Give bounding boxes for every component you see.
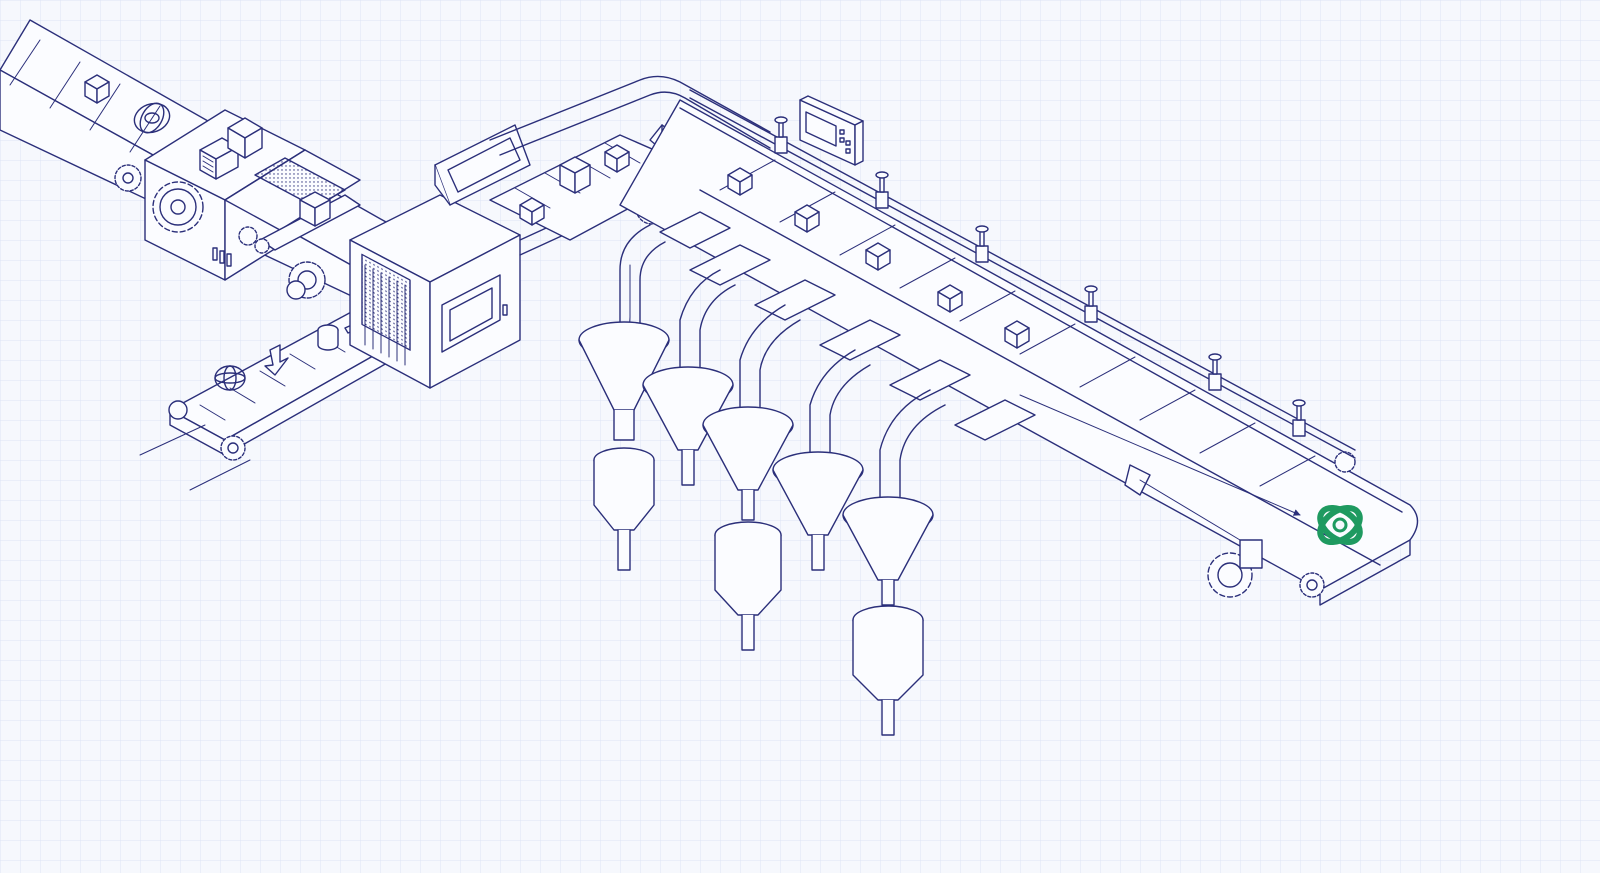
gear-icon xyxy=(114,164,142,192)
hopper-4 xyxy=(772,349,871,571)
diverter-arms xyxy=(659,211,1036,441)
torus-icon xyxy=(214,365,246,391)
display-panel xyxy=(441,274,501,353)
gear-icon xyxy=(238,226,270,254)
cube-icon xyxy=(519,197,545,226)
knot-icon xyxy=(133,102,171,134)
knot-icon-green xyxy=(1317,504,1363,546)
sorting-conveyor xyxy=(619,99,1419,606)
right-arrow-icon xyxy=(1019,394,1301,516)
cube-icon xyxy=(559,156,591,194)
motor-unit xyxy=(1124,464,1263,598)
processing-machine-1 xyxy=(144,109,361,300)
cube-icon xyxy=(604,144,630,173)
cube-icon xyxy=(937,284,963,313)
scanner-machine xyxy=(349,124,531,389)
rail-post xyxy=(975,225,989,263)
gear-icon xyxy=(1299,572,1325,598)
hopper-5 xyxy=(842,389,946,736)
hopper-1 xyxy=(578,224,670,571)
cube-icon xyxy=(227,117,263,159)
gear-icon xyxy=(1334,451,1356,473)
rail-post xyxy=(1208,353,1222,391)
cube-icon xyxy=(1004,320,1030,349)
cube-icon xyxy=(727,167,753,196)
large-gear-icon xyxy=(152,181,204,233)
control-panel xyxy=(799,95,864,166)
cube-icon xyxy=(84,74,110,104)
status-light-icon xyxy=(212,247,232,267)
rail-post xyxy=(1292,399,1306,437)
rail-post xyxy=(1084,285,1098,323)
rail-post xyxy=(774,116,788,154)
rail-post xyxy=(875,171,889,209)
cube-icon xyxy=(299,191,331,227)
cube-icon xyxy=(865,242,891,271)
gear-icon xyxy=(220,435,246,461)
down-arrow-icon xyxy=(264,344,289,376)
gear-icon xyxy=(286,261,326,300)
cylinder-icon xyxy=(317,324,339,351)
cube-icon xyxy=(794,204,820,233)
guide-rail xyxy=(689,89,1356,459)
hopper-3 xyxy=(702,304,801,651)
